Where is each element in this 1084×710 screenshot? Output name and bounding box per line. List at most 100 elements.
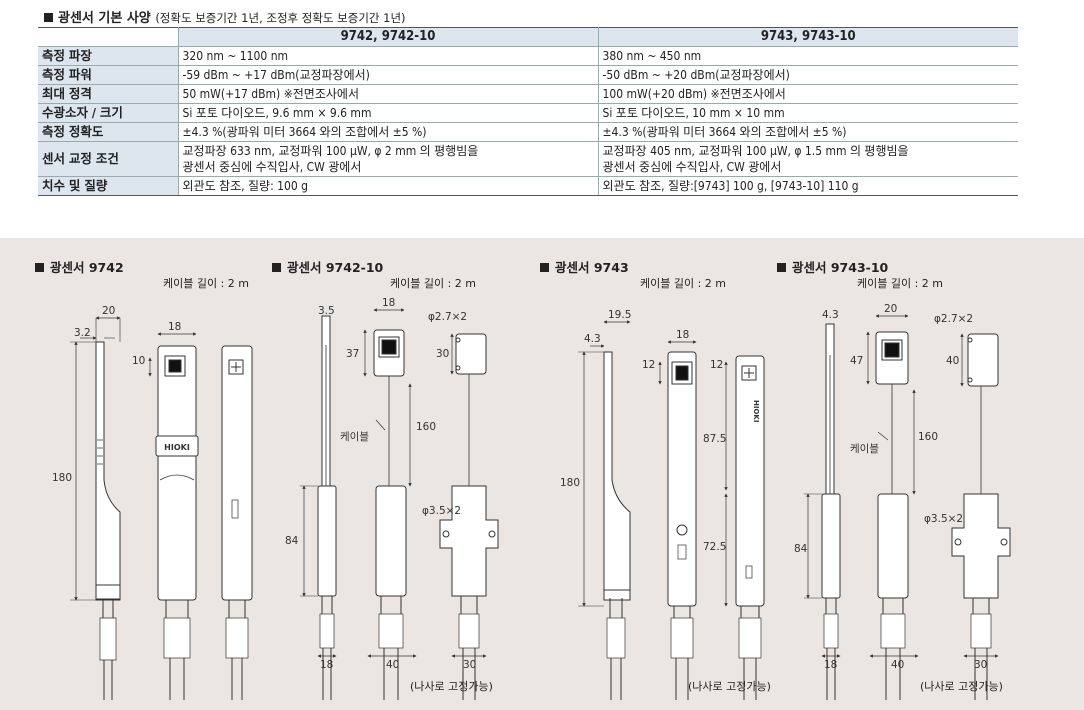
spec-cell-line: 교정파장 405 nm, 교정파워 100 μW, φ 1.5 mm 의 평행빔… xyxy=(602,144,909,158)
section-title-9742-10: 광센서 9742-10 xyxy=(272,257,383,276)
dim-label: 20 xyxy=(884,303,897,315)
spec-cell-line: -50 dBm ~ +20 dBm(교정파장에서) xyxy=(602,68,790,82)
dim-label: φ2.7×2 xyxy=(428,311,467,323)
square-bullet-icon xyxy=(777,263,786,272)
brand-mark: HIOKI xyxy=(164,443,190,452)
screw-note-9742-10: (나사로 고정가능) xyxy=(410,680,493,693)
spec-row: 측정 파워-59 dBm ~ +17 dBm(교정파장에서)-50 dBm ~ … xyxy=(38,65,1018,85)
spec-header-col1: 9742, 9742-10 xyxy=(178,27,599,47)
dim-label: 40 xyxy=(946,355,959,367)
dim-label: 30 xyxy=(436,348,449,360)
dim-label: 4.3 xyxy=(822,309,839,321)
spec-cell-line: Si 포토 다이오드, 10 mm × 10 mm xyxy=(602,106,785,120)
dim-label: 37 xyxy=(346,348,359,360)
dim-label: φ3.5×2 xyxy=(924,513,963,525)
spec-row-label: 수광소자 / 크기 xyxy=(38,103,179,123)
spec-cell-line: 380 nm ~ 450 nm xyxy=(602,49,702,63)
spec-cell-line: 외관도 참조, 질량:[9743] 100 g, [9743-10] 110 g xyxy=(602,179,859,193)
spec-cell-2: ±4.3 %(광파워 미터 3664 와의 조합에서 ±5 %) xyxy=(598,122,1018,142)
spec-subtitle: (정확도 보증기간 1년, 조정후 정확도 보증기간 1년) xyxy=(155,11,406,25)
spec-cell-1: 50 mW(+17 dBm) ※전면조사에서 xyxy=(178,84,599,104)
brand-marks: HIOKI HIOKI xyxy=(164,400,760,452)
dim-label: 30 xyxy=(463,659,476,671)
dim-label: 84 xyxy=(285,535,299,547)
spec-cell-1: 320 nm ~ 1100 nm xyxy=(178,46,599,66)
sensor-9742-10-side-view xyxy=(300,315,337,700)
sensor-9743-10-front-view xyxy=(866,314,919,700)
dim-label: 10 xyxy=(132,355,145,367)
cable-length-9743: 케이블 길이 : 2 m xyxy=(640,277,727,290)
cable-length-9742: 케이블 길이 : 2 m xyxy=(163,277,250,290)
dim-label: 180 xyxy=(560,477,580,489)
dim-label: 180 xyxy=(52,472,72,484)
sensor-9743-back-view xyxy=(735,355,765,700)
dim-label: 12 xyxy=(710,359,723,371)
dim-label: 18 xyxy=(168,321,181,333)
sensor-9743-10-side-view xyxy=(804,323,841,700)
spec-cell-1: Si 포토 다이오드, 9.6 mm × 9.6 mm xyxy=(178,103,599,123)
dim-label: 19.5 xyxy=(608,309,631,321)
cable-label: 케이블 xyxy=(850,443,879,455)
section-title-9743-10: 광센서 9743-10 xyxy=(777,257,888,276)
spec-cell-2: 교정파장 405 nm, 교정파워 100 μW, φ 1.5 mm 의 평행빔… xyxy=(598,141,1018,177)
dim-label: 40 xyxy=(891,659,904,671)
spec-row-label: 측정 정확도 xyxy=(38,122,179,142)
sensor-9743-front-view xyxy=(658,340,728,700)
spec-row-label: 센서 교정 조건 xyxy=(38,141,179,177)
dim-label: 40 xyxy=(386,659,399,671)
dim-label: 72.5 xyxy=(703,541,726,553)
outline-drawings: 20 3.2 18 10 180 3.5 18 37 φ2.7×2 30 160… xyxy=(52,297,1011,700)
spec-cell-line: ±4.3 %(광파워 미터 3664 와의 조합에서 ±5 %) xyxy=(602,125,847,139)
dim-label: 30 xyxy=(974,659,987,671)
section-title-text: 광센서 9742-10 xyxy=(287,260,384,275)
spec-cell-2: 외관도 참조, 질량:[9743] 100 g, [9743-10] 110 g xyxy=(598,176,1018,196)
cable-label: 케이블 xyxy=(340,431,369,443)
dim-label: 3.5 xyxy=(318,305,335,317)
spec-row-label: 치수 및 질량 xyxy=(38,176,179,196)
sensor-9742-front-view xyxy=(148,332,199,700)
spec-cell-line: 외관도 참조, 질량: 100 g xyxy=(182,179,309,193)
dim-label: 18 xyxy=(320,659,333,671)
sensor-9743-10-mount-view xyxy=(912,333,1011,700)
spec-cell-1: ±4.3 %(광파워 미터 3664 와의 조합에서 ±5 %) xyxy=(178,122,599,142)
spec-cell-line: 50 mW(+17 dBm) ※전면조사에서 xyxy=(182,87,360,101)
screw-note-9743-10: (나사로 고정가능) xyxy=(920,680,1003,693)
dim-label: 18 xyxy=(676,329,689,341)
spec-cell-line: Si 포토 다이오드, 9.6 mm × 9.6 mm xyxy=(182,106,372,120)
cable-length-9742-10: 케이블 길이 : 2 m xyxy=(390,277,477,290)
dim-label: φ2.7×2 xyxy=(934,313,973,325)
screw-note-9743: (나사로 고정가능) xyxy=(688,678,771,694)
spec-cell-line: 교정파장 633 nm, 교정파워 100 μW, φ 2 mm 의 평행빔을 xyxy=(182,144,479,158)
dim-label: 18 xyxy=(382,297,395,309)
spec-cell-2: -50 dBm ~ +20 dBm(교정파장에서) xyxy=(598,65,1018,85)
square-bullet-icon xyxy=(540,263,549,272)
spec-cell-line: 100 mW(+20 dBm) ※전면조사에서 xyxy=(602,87,786,101)
spec-row-label: 최대 정격 xyxy=(38,84,179,104)
spec-cell-1: -59 dBm ~ +17 dBm(교정파장에서) xyxy=(178,65,599,85)
dim-label: 160 xyxy=(918,431,938,443)
sensor-9742-back-view xyxy=(221,345,253,700)
spec-row: 측정 정확도±4.3 %(광파워 미터 3664 와의 조합에서 ±5 %)±4… xyxy=(38,122,1018,142)
sensor-9742-side-view xyxy=(70,316,121,700)
dim-label: 87.5 xyxy=(703,433,726,445)
spec-cell-line: 320 nm ~ 1100 nm xyxy=(182,49,289,63)
dimension-labels: 20 3.2 18 10 180 3.5 18 37 φ2.7×2 30 160… xyxy=(52,297,987,671)
spec-cell-2: 380 nm ~ 450 nm xyxy=(598,46,1018,66)
section-title-9742: 광센서 9742 xyxy=(35,257,124,276)
dim-label: 84 xyxy=(794,543,808,555)
spec-cell-2: 100 mW(+20 dBm) ※전면조사에서 xyxy=(598,84,1018,104)
spec-cell-line: ±4.3 %(광파워 미터 3664 와의 조합에서 ±5 %) xyxy=(182,125,427,139)
section-title-text: 광센서 9742 xyxy=(50,260,124,275)
spec-header-col2: 9743, 9743-10 xyxy=(598,27,1018,47)
sensor-9743-side-view xyxy=(578,320,631,700)
brand-mark: HIOKI xyxy=(752,400,760,422)
screw-note-text: (나사로 고정가능) xyxy=(688,680,771,693)
section-title-text: 광센서 9743-10 xyxy=(792,260,889,275)
